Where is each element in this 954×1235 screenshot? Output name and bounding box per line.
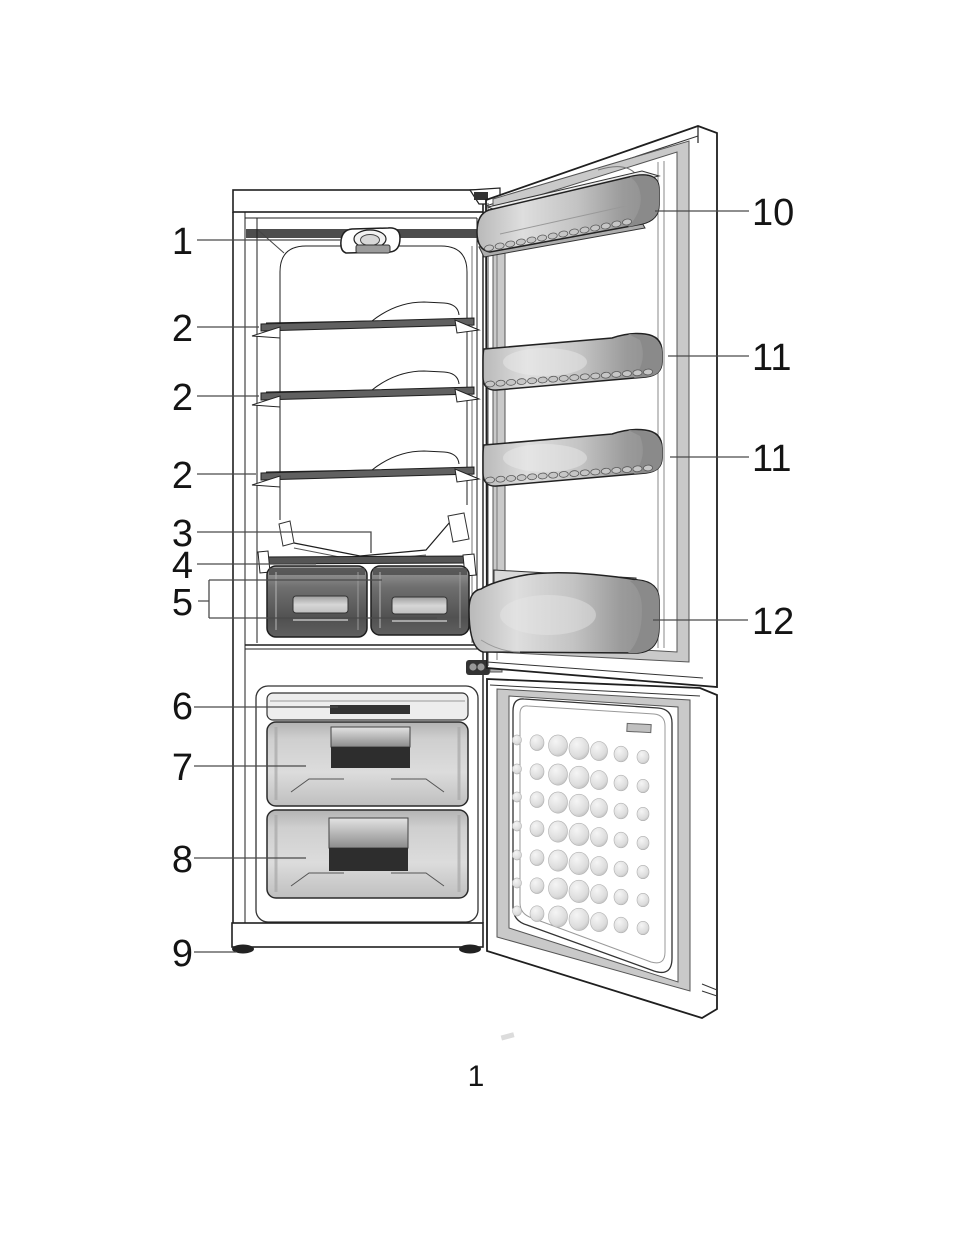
adjustable-foot-left	[232, 944, 254, 954]
callout-2b: 2	[172, 377, 259, 419]
freezer-flap	[266, 692, 469, 721]
refrigerator-cabinet	[231, 187, 503, 954]
callout-label: 9	[172, 933, 193, 975]
callout-label: 2	[172, 308, 193, 350]
freezer-door-gasket	[496, 688, 691, 992]
base-plinth	[231, 922, 484, 954]
callout-label: 11	[752, 438, 791, 480]
callout-label: 11	[752, 337, 791, 379]
callout-label: 6	[172, 686, 193, 728]
callout-label: 5	[172, 582, 193, 624]
freezer-drawer-upper	[266, 721, 469, 807]
callout-2a: 2	[172, 308, 259, 350]
callout-label: 3	[172, 513, 193, 555]
callout-11a: 11	[668, 337, 791, 379]
callout-6: 6	[172, 686, 338, 728]
crisper-cover-rail	[257, 550, 477, 577]
callout-3: 3	[172, 513, 372, 555]
callout-label: 2	[172, 377, 193, 419]
freezer-flap-handle	[330, 705, 410, 714]
freezer-door-dimples	[512, 734, 650, 936]
thermostat-lamp-unit	[340, 227, 401, 254]
freezer-drawer-lower-handle	[329, 848, 408, 871]
fridge-door	[468, 125, 718, 688]
freezer-compartment	[255, 685, 479, 923]
callouts: 1 2 2 2 3 4 5 6	[172, 192, 794, 975]
stray-mark	[500, 1032, 515, 1041]
crisper-handle-left	[292, 595, 349, 614]
callout-11b: 11	[670, 438, 791, 480]
freezer-liner	[255, 685, 479, 923]
crisper-glass-cover	[278, 512, 470, 562]
callout-label: 12	[752, 601, 794, 643]
shelf-3	[251, 450, 481, 488]
callout-8: 8	[172, 839, 306, 881]
callout-4: 4	[172, 545, 316, 587]
freezer-door	[486, 678, 718, 1019]
callout-9: 9	[172, 933, 236, 975]
freezer-door-label	[626, 722, 652, 734]
callout-label: 4	[172, 545, 193, 587]
page-number: 1	[468, 1060, 485, 1093]
fridge-compartment	[251, 227, 481, 638]
shelf-1	[251, 301, 481, 339]
callout-5: 5	[172, 579, 437, 624]
back-panel-right	[399, 245, 468, 505]
crisper-drawer-right	[370, 565, 470, 636]
callout-10: 10	[655, 192, 794, 234]
bin-scallop-decor	[484, 218, 653, 484]
callout-label: 8	[172, 839, 193, 881]
crisper-handle-right	[391, 596, 448, 615]
shelf-2	[251, 370, 481, 408]
liner-corner-line	[257, 229, 285, 254]
crisper-drawer-left	[266, 565, 368, 638]
callout-label: 2	[172, 455, 193, 497]
callout-1: 1	[172, 221, 342, 263]
callout-label: 10	[752, 192, 794, 234]
freezer-drawer-lower	[266, 809, 469, 899]
fridge-door-gasket	[492, 140, 690, 663]
callout-2c: 2	[172, 455, 256, 497]
back-panel-left	[279, 245, 341, 520]
callout-label: 1	[172, 221, 193, 263]
door-bin-bottom	[468, 569, 660, 654]
callout-12: 12	[653, 601, 794, 643]
thermostat-label	[355, 244, 391, 254]
callout-7: 7	[172, 747, 306, 789]
adjustable-foot-right	[459, 944, 481, 954]
callout-label: 7	[172, 747, 193, 789]
freezer-drawer-upper-handle	[331, 747, 410, 768]
cabinet-top	[232, 189, 484, 213]
